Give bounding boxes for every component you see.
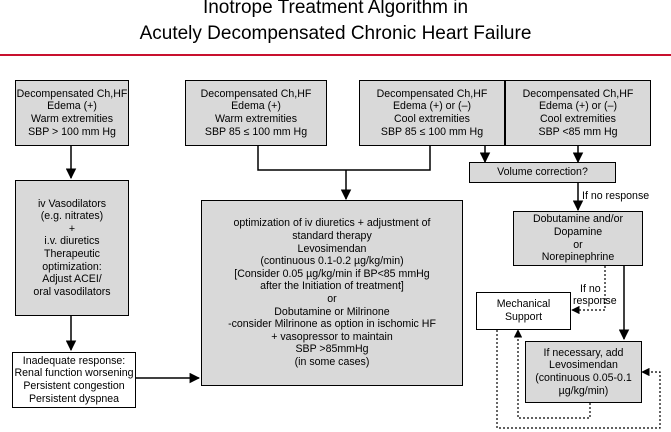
label-response: response <box>573 295 617 307</box>
box-dobutamine-dopamine: Dobutamine and/or Dopamine or Norepineph… <box>513 211 643 266</box>
arrow-dobu-to-mech <box>571 266 606 315</box>
title-line-1: Inotrope Treatment Algorithm in <box>202 0 469 18</box>
title-line-2: Acutely Decompensated Chronic Heart Fail… <box>139 23 532 44</box>
box-iv-vasodilators: iv Vasodilators (e.g. nitrates) + i.v. d… <box>15 180 129 316</box>
box-warm-sbp-85-100: Decompensated Ch,HF Edema (+) Warm extre… <box>185 80 327 146</box>
box-cool-sbp-85-100: Decompensated Ch,HF Edema (+) or (–) Coo… <box>359 80 505 146</box>
box-inadequate-response: Inadequate response: Renal function wors… <box>12 352 136 408</box>
label-if-no: If no <box>580 283 601 295</box>
box-volume-correction: Volume correction? <box>469 162 616 183</box>
box-cool-sbp-under-85: Decompensated Ch,HF Edema (+) or (–) Coo… <box>505 80 651 146</box>
label-if-no-response: If no response <box>582 190 650 202</box>
arrow-mech-to-levo <box>496 330 661 429</box>
box-levosimendan-add: If necessary, add Levosimendan (continuo… <box>525 341 642 403</box>
arrow-b2-b3-to-optim <box>257 146 431 171</box>
box-warm-sbp-over-100: Decompensated Ch,HF Edema (+) Warm extre… <box>15 80 129 146</box>
box-optimization-levosimendan: optimization of iv diuretics + adjustmen… <box>201 200 463 386</box>
box-mechanical-support: Mechanical Support <box>476 292 571 330</box>
title-rule <box>0 54 671 56</box>
